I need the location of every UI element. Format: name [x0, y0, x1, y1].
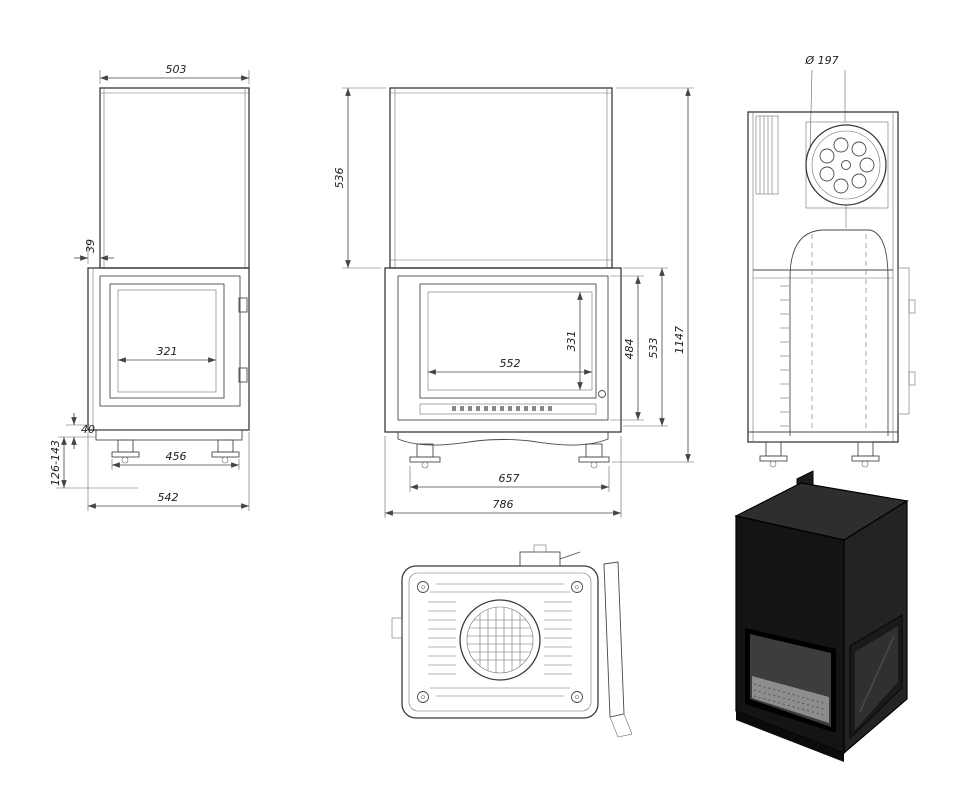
dim-leg-height-range: 126-143	[49, 440, 62, 486]
hinge-bottom	[238, 367, 248, 383]
dim-total-width: 786	[493, 498, 514, 511]
handle-mechanism	[519, 544, 581, 567]
dim-total-height: 1147	[673, 326, 686, 354]
side-frame-edge	[897, 267, 910, 415]
hinge-top	[238, 297, 248, 313]
corner-screws	[417, 581, 583, 703]
dim-hood-height: 536	[333, 168, 346, 189]
front-view: 536 552 331 484 533	[333, 87, 694, 518]
dim-leg-span-front: 657	[499, 472, 520, 485]
fin-stripes	[759, 116, 773, 194]
flue-opening	[459, 599, 541, 681]
door-knob	[598, 390, 606, 398]
dim-top-depth: 503	[166, 63, 187, 76]
render-bottom-edge	[736, 711, 844, 762]
dim-door-height: 484	[623, 339, 636, 360]
side-latch	[391, 617, 403, 639]
top-view	[391, 544, 633, 738]
rear-view: Ø 197	[747, 54, 916, 468]
dim-glass-height-front: 331	[565, 331, 578, 352]
render-3d	[734, 470, 909, 762]
dim-firebox-height: 533	[647, 338, 660, 359]
side-view: 503 39 321 40	[49, 63, 250, 511]
louvre-slots	[452, 406, 552, 411]
flue-mesh	[467, 607, 533, 673]
side-bar	[603, 561, 625, 718]
dim-total-depth: 542	[158, 491, 179, 504]
dim-front-offset: 39	[84, 239, 97, 253]
dim-glass-width-side: 321	[157, 345, 178, 358]
fan-holes	[819, 137, 875, 194]
dim-glass-width-front: 552	[500, 357, 521, 370]
hatch-marks	[780, 285, 789, 427]
dim-base-height: 40	[81, 423, 95, 436]
dim-flue-diameter: Ø 197	[804, 54, 838, 67]
render-grate	[752, 676, 829, 723]
dim-leg-span-side: 456	[166, 450, 187, 463]
rib-pattern	[428, 583, 572, 697]
